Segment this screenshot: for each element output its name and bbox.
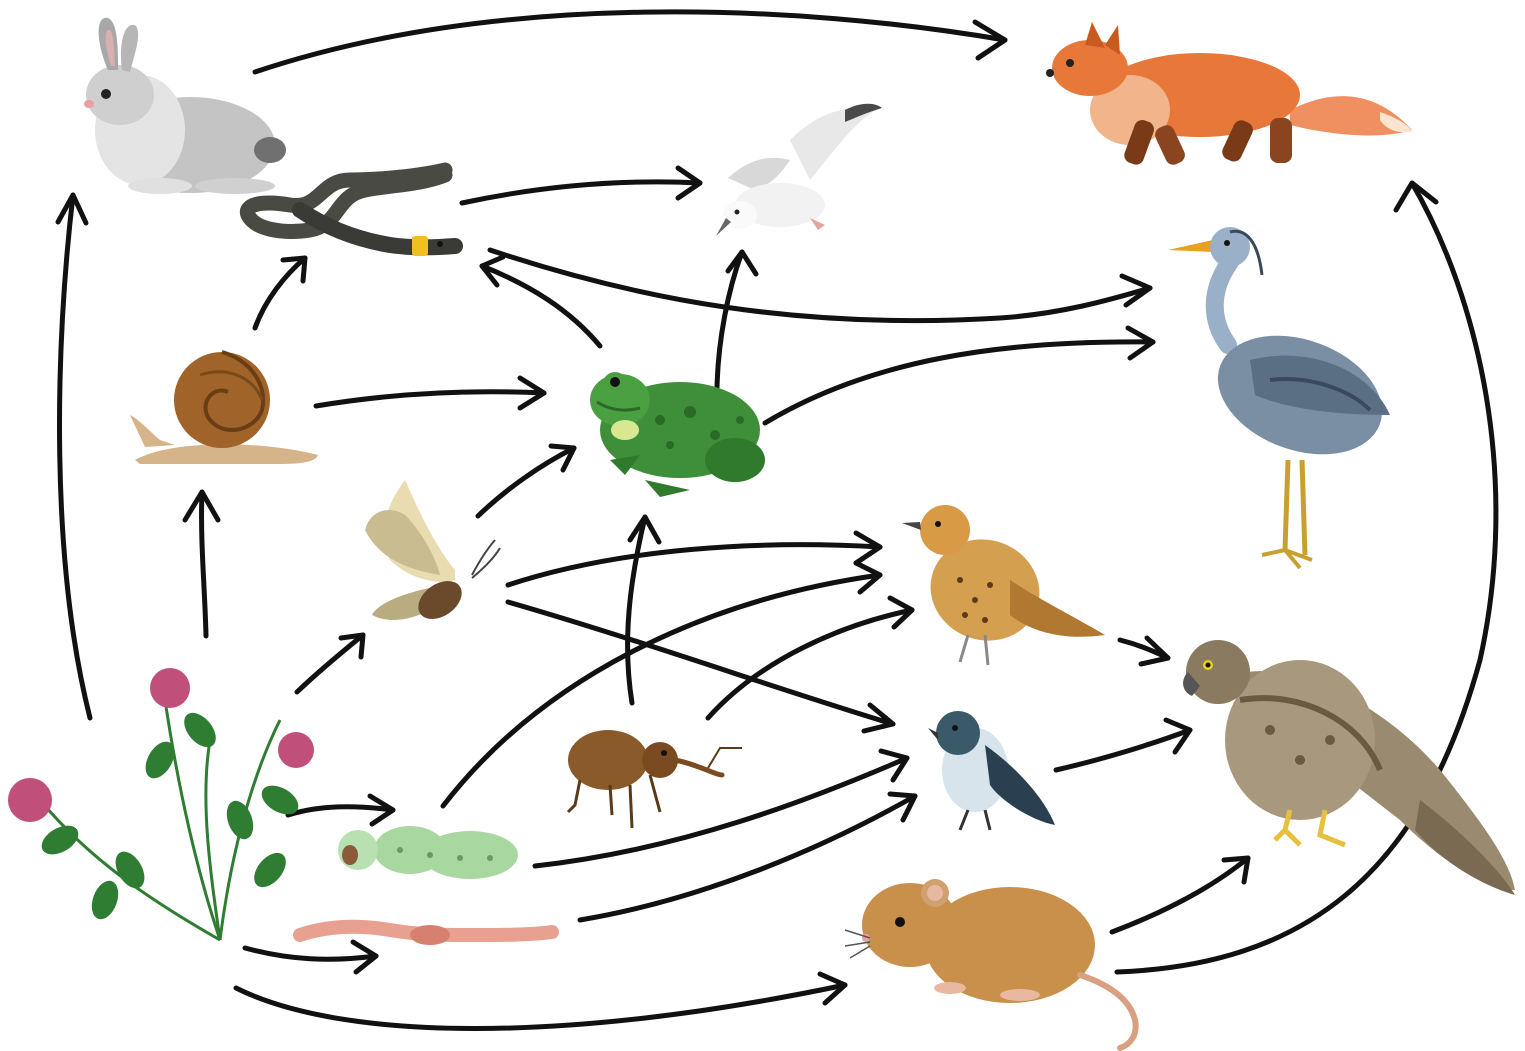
gull-icon: [716, 104, 882, 236]
vole-icon: [845, 879, 1136, 1048]
arrow-snake-to-heron: [490, 250, 1150, 321]
fox-icon: [1046, 22, 1412, 167]
arrow-frog-to-snake: [482, 257, 600, 346]
arrow-bluebird-to-hawk: [1056, 720, 1190, 770]
clover-plant-icon: [8, 668, 314, 940]
arrow-moth-to-frog: [478, 446, 574, 516]
hawk-icon: [1183, 640, 1515, 895]
arrow-clover-to-hare: [58, 195, 90, 718]
arrow-frog-to-heron: [765, 328, 1153, 423]
arrow-snake-to-gull: [462, 168, 700, 203]
heron-icon: [1168, 227, 1399, 568]
snail-icon: [130, 352, 318, 464]
arrow-hare-to-fox: [255, 12, 1005, 72]
arrow-weevil-to-frog: [628, 517, 659, 703]
earthworm-icon: [300, 925, 552, 945]
arrow-clover-to-snail: [185, 492, 218, 636]
arrow-clover-to-vole: [236, 974, 845, 1029]
arrow-clover-to-caterpillar: [288, 796, 393, 824]
hare-icon: [84, 18, 286, 194]
snake-icon: [247, 170, 455, 256]
frog-icon: [590, 372, 765, 497]
arrow-clover-to-moth: [297, 635, 363, 692]
arrow-clover-to-earthworm: [245, 942, 376, 972]
arrow-thrush-to-hawk: [1120, 638, 1168, 664]
arrow-vole-to-hawk: [1112, 858, 1248, 932]
caterpillar-icon: [338, 826, 518, 879]
thrush-icon: [902, 505, 1105, 665]
arrow-snail-to-frog: [316, 378, 544, 408]
small-bird-icon: [928, 711, 1055, 830]
weevil-icon: [568, 730, 742, 828]
moth-icon: [365, 480, 500, 627]
arrow-snail-to-snake: [255, 258, 305, 328]
arrow-frog-to-gull: [717, 252, 756, 388]
arrow-moth-to-thrush: [508, 533, 880, 585]
